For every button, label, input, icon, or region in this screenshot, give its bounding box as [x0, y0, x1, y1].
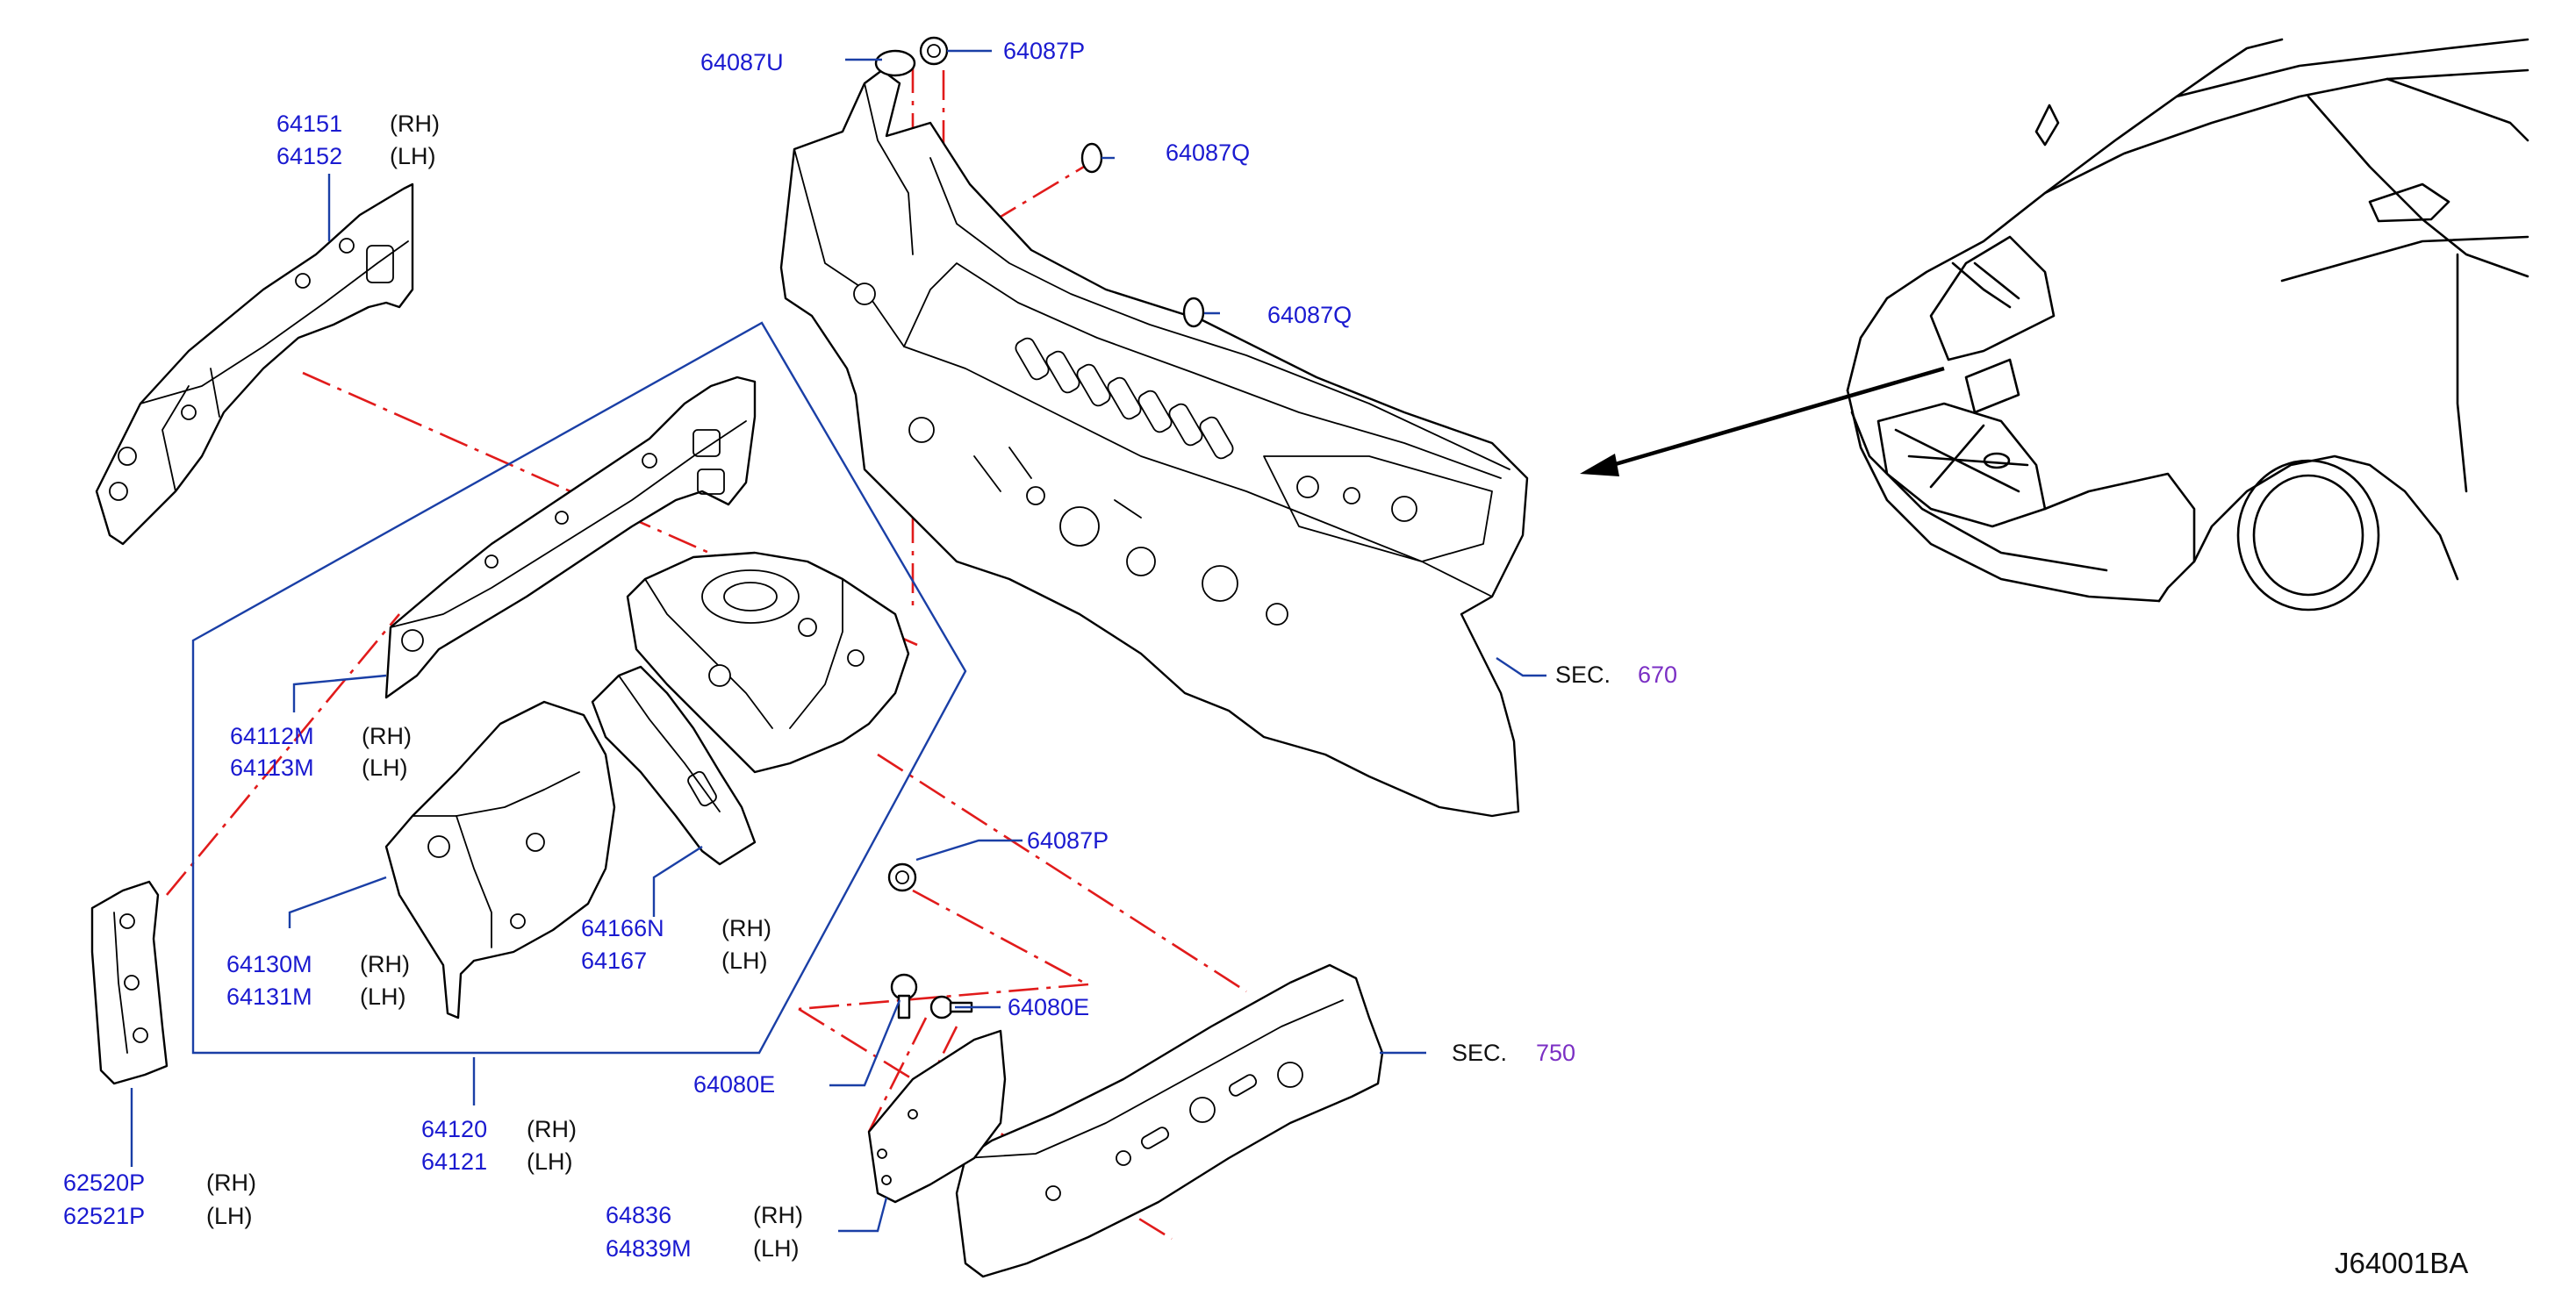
callout-64121-side: (LH): [527, 1148, 573, 1175]
upper-member: [384, 376, 757, 699]
callout-64087P-top: 64087P: [1003, 38, 1085, 64]
callout-64080E-a: 64080E: [1008, 994, 1089, 1020]
assembly-boundary: [191, 321, 967, 1055]
callout-64120: 64120: [421, 1116, 487, 1142]
wheel-house: [384, 700, 616, 1019]
callout-64839M-side: (LH): [753, 1235, 800, 1262]
apron-lower: [591, 665, 757, 866]
callout-64151-side: (RH): [390, 111, 440, 137]
section-ref-750-number: 750: [1536, 1040, 1575, 1066]
callout-64839M: 64839M: [606, 1235, 692, 1262]
callout-64087Q-a: 64087Q: [1166, 140, 1250, 166]
callout-64087Q-b: 64087Q: [1267, 302, 1352, 328]
callout-64080E-b: 64080E: [693, 1071, 775, 1098]
callout-64167-side: (LH): [721, 948, 768, 974]
callout-62521P: 62521P: [63, 1203, 145, 1229]
strut-housing: [626, 551, 910, 774]
grommets-top: [874, 36, 1205, 328]
callout-64131M-side: (LH): [360, 984, 406, 1010]
callout-64152-side: (LH): [390, 143, 436, 169]
callout-64152: 64152: [276, 143, 342, 169]
callout-64130M-side: (RH): [360, 951, 410, 977]
callout-64113M-side: (LH): [362, 755, 408, 781]
callout-64087U: 64087U: [700, 49, 784, 75]
callout-64836-side: (RH): [753, 1202, 803, 1228]
bracket-64836: [867, 1029, 1007, 1204]
vent-slots: [1015, 337, 1234, 460]
direction-arrow: [1580, 366, 1945, 476]
radiator-core-side: [90, 880, 169, 1085]
callout-64121: 64121: [421, 1148, 487, 1175]
section-ref-670-number: 670: [1638, 662, 1677, 688]
diagram-code: J64001BA: [2335, 1247, 2468, 1279]
callout-64166N-side: (RH): [721, 915, 771, 941]
callout-64166N: 64166N: [581, 915, 664, 941]
cowl-dash-panel: [779, 68, 1529, 818]
callout-64131M: 64131M: [226, 984, 312, 1010]
leader-lines: [130, 49, 1546, 1233]
callout-64836: 64836: [606, 1202, 671, 1228]
section-ref-670-prefix: SEC.: [1555, 662, 1611, 688]
callout-64112M-side: (RH): [362, 723, 412, 749]
hood-ledge-upper: [95, 182, 414, 546]
callout-62520P: 62520P: [63, 1170, 145, 1196]
callout-64112M: 64112M: [230, 723, 314, 749]
callout-64167: 64167: [581, 948, 647, 974]
callout-64087P-mid: 64087P: [1027, 827, 1109, 854]
callout-64120-side: (RH): [527, 1116, 577, 1142]
vehicle-overview: [1846, 38, 2529, 612]
callout-64113M: 64113M: [230, 755, 314, 781]
callout-62521P-side: (LH): [206, 1203, 253, 1229]
callout-62520P-side: (RH): [206, 1170, 256, 1196]
callout-64151: 64151: [276, 111, 342, 137]
section-ref-750-prefix: SEC.: [1452, 1040, 1507, 1066]
callout-64130M: 64130M: [226, 951, 312, 977]
callout-labels: 64087U 64087P 64087Q 64087Q 64151 (RH) 6…: [63, 38, 2468, 1279]
